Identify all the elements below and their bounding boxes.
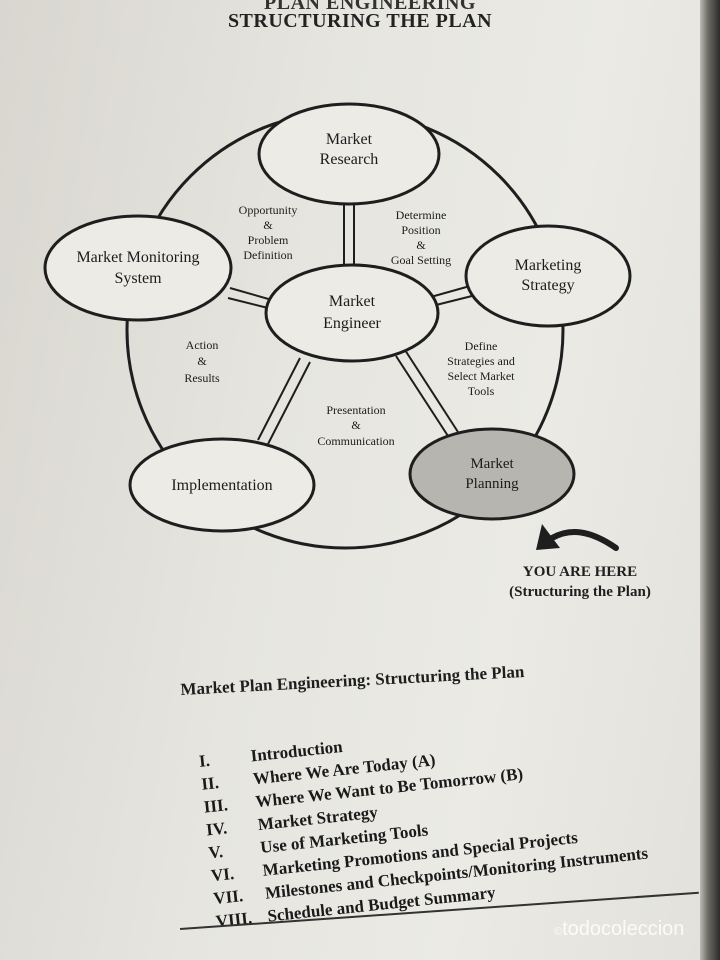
node-market-engineer: Market Engineer xyxy=(264,263,440,363)
node-label: System xyxy=(114,270,162,287)
node-market-research: Market Research xyxy=(257,102,441,206)
node-implementation: Implementation xyxy=(128,437,316,533)
you-are-here-arrow-icon xyxy=(536,524,619,551)
spoke-implementation-b xyxy=(267,361,311,445)
node-label: Market Monitoring xyxy=(76,249,199,266)
svg-text:Position: Position xyxy=(401,223,440,237)
node-marketing-strategy: Marketing Strategy xyxy=(464,224,632,328)
you-are-here-sublabel: (Structuring the Plan) xyxy=(509,584,651,600)
node-label: Market xyxy=(470,456,514,472)
node-label: Market xyxy=(326,131,373,148)
node-market-monitoring-system: Market Monitoring System xyxy=(43,214,233,322)
node-label: Market xyxy=(329,293,376,310)
label-determine: Determine Position & Goal Setting xyxy=(391,208,451,267)
label-action: Action & Results xyxy=(184,338,220,385)
svg-text:Determine: Determine xyxy=(396,208,447,222)
node-label: Implementation xyxy=(171,477,272,494)
label-define: Define Strategies and Select Market Tool… xyxy=(447,339,515,398)
page-edge-shadow xyxy=(700,0,720,960)
spoke-implementation xyxy=(257,357,301,441)
label-opportunity: Opportunity & Problem Definition xyxy=(239,203,298,262)
svg-text:Opportunity: Opportunity xyxy=(239,203,298,217)
you-are-here-label: YOU ARE HERE xyxy=(522,564,638,580)
node-label: Marketing xyxy=(515,257,582,274)
svg-text:Action: Action xyxy=(186,338,219,352)
svg-text:Definition: Definition xyxy=(243,248,292,262)
svg-text:Results: Results xyxy=(184,371,220,385)
node-label: Engineer xyxy=(323,315,381,332)
svg-text:&: & xyxy=(416,238,426,252)
node-label: Strategy xyxy=(521,277,574,294)
copyright-icon: © xyxy=(554,926,563,938)
svg-text:&: & xyxy=(263,218,273,232)
watermark: ©todocoleccion xyxy=(554,918,685,940)
svg-text:Strategies and: Strategies and xyxy=(447,354,515,368)
running-header: PLAN ENGINEERING xyxy=(264,0,476,14)
spoke-monitoring xyxy=(229,287,273,301)
node-label: Research xyxy=(320,151,379,168)
svg-text:Tools: Tools xyxy=(468,384,495,398)
svg-text:Communication: Communication xyxy=(317,434,394,448)
svg-text:Problem: Problem xyxy=(248,233,289,247)
node-market-planning-highlighted: Market Planning xyxy=(408,427,576,521)
label-presentation: Presentation & Communication xyxy=(317,403,394,448)
svg-text:&: & xyxy=(197,354,207,368)
svg-text:&: & xyxy=(351,418,361,432)
svg-text:Select Market: Select Market xyxy=(448,369,516,383)
svg-text:Goal Setting: Goal Setting xyxy=(391,253,451,267)
svg-text:Define: Define xyxy=(465,339,498,353)
svg-text:Presentation: Presentation xyxy=(326,403,385,417)
spoke-planning xyxy=(395,355,449,437)
spoke-monitoring-b xyxy=(227,297,269,309)
page-heading: STRUCTURING THE PLAN xyxy=(227,10,493,32)
spoke-planning-b xyxy=(404,349,459,433)
node-label: Planning xyxy=(465,476,519,492)
